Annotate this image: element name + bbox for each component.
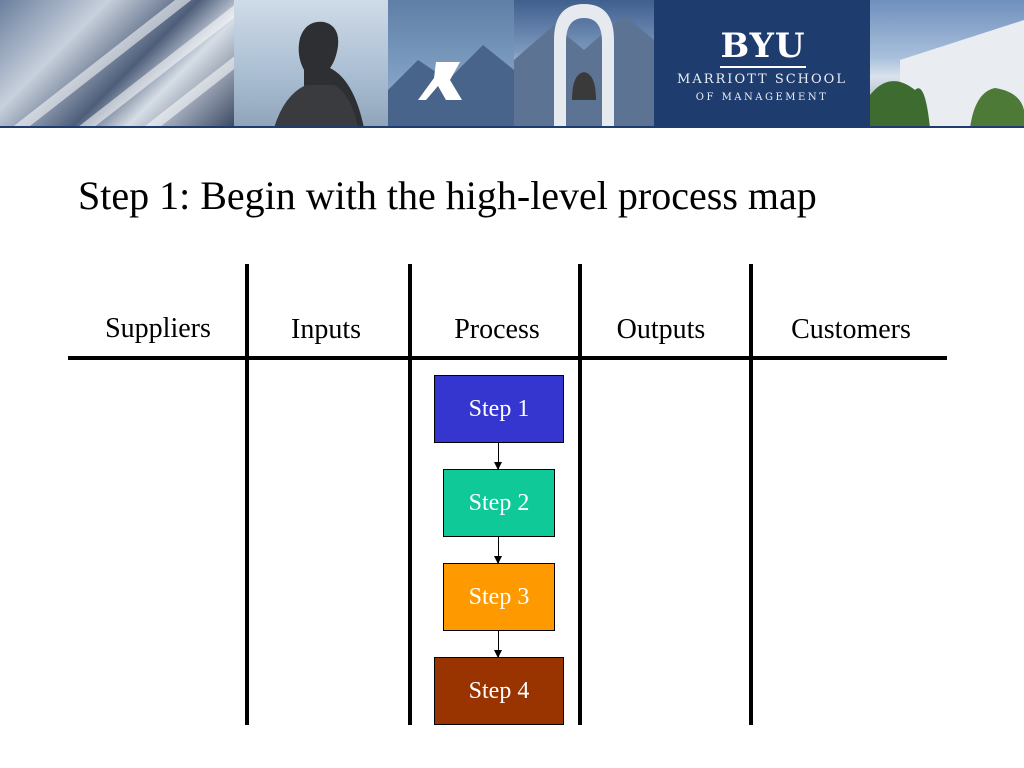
process-step-4: Step 4	[434, 657, 564, 725]
column-divider-2	[408, 264, 412, 725]
process-step-2: Step 2	[443, 469, 555, 537]
column-divider-4	[749, 264, 753, 725]
column-header-outputs: Outputs	[616, 314, 706, 345]
logo-mark: BYU	[720, 26, 806, 66]
building-photo	[0, 0, 234, 128]
flow-arrow-3-to-4	[494, 631, 502, 658]
column-divider-3	[578, 264, 582, 725]
header-banner: BYU MARRIOTT SCHOOL OF MANAGEMENT	[0, 0, 1024, 128]
flow-arrow-1-to-2	[494, 443, 502, 470]
bell-tower-photo	[514, 0, 654, 128]
logo-school-subtitle: OF MANAGEMENT	[695, 92, 829, 103]
process-step-3: Step 3	[443, 563, 555, 631]
logo-school-name: MARRIOTT SCHOOL	[677, 72, 847, 87]
column-header-inputs: Inputs	[291, 314, 361, 345]
byu-marriott-logo: BYU MARRIOTT SCHOOL OF MANAGEMENT	[654, 0, 870, 128]
banner-divider	[0, 126, 1024, 128]
column-header-suppliers: Suppliers	[105, 313, 211, 344]
y-mountain-photo	[388, 0, 514, 128]
column-divider-1	[245, 264, 249, 725]
column-header-customers: Customers	[791, 314, 911, 345]
process-step-1: Step 1	[434, 375, 564, 443]
slide-title: Step 1: Begin with the high-level proces…	[78, 173, 817, 218]
header-divider-line	[68, 356, 947, 360]
statue-photo	[234, 0, 388, 128]
column-header-process: Process	[454, 314, 540, 345]
flow-arrow-2-to-3	[494, 537, 502, 564]
campus-building-photo	[870, 0, 1024, 128]
logo-divider	[720, 66, 806, 68]
